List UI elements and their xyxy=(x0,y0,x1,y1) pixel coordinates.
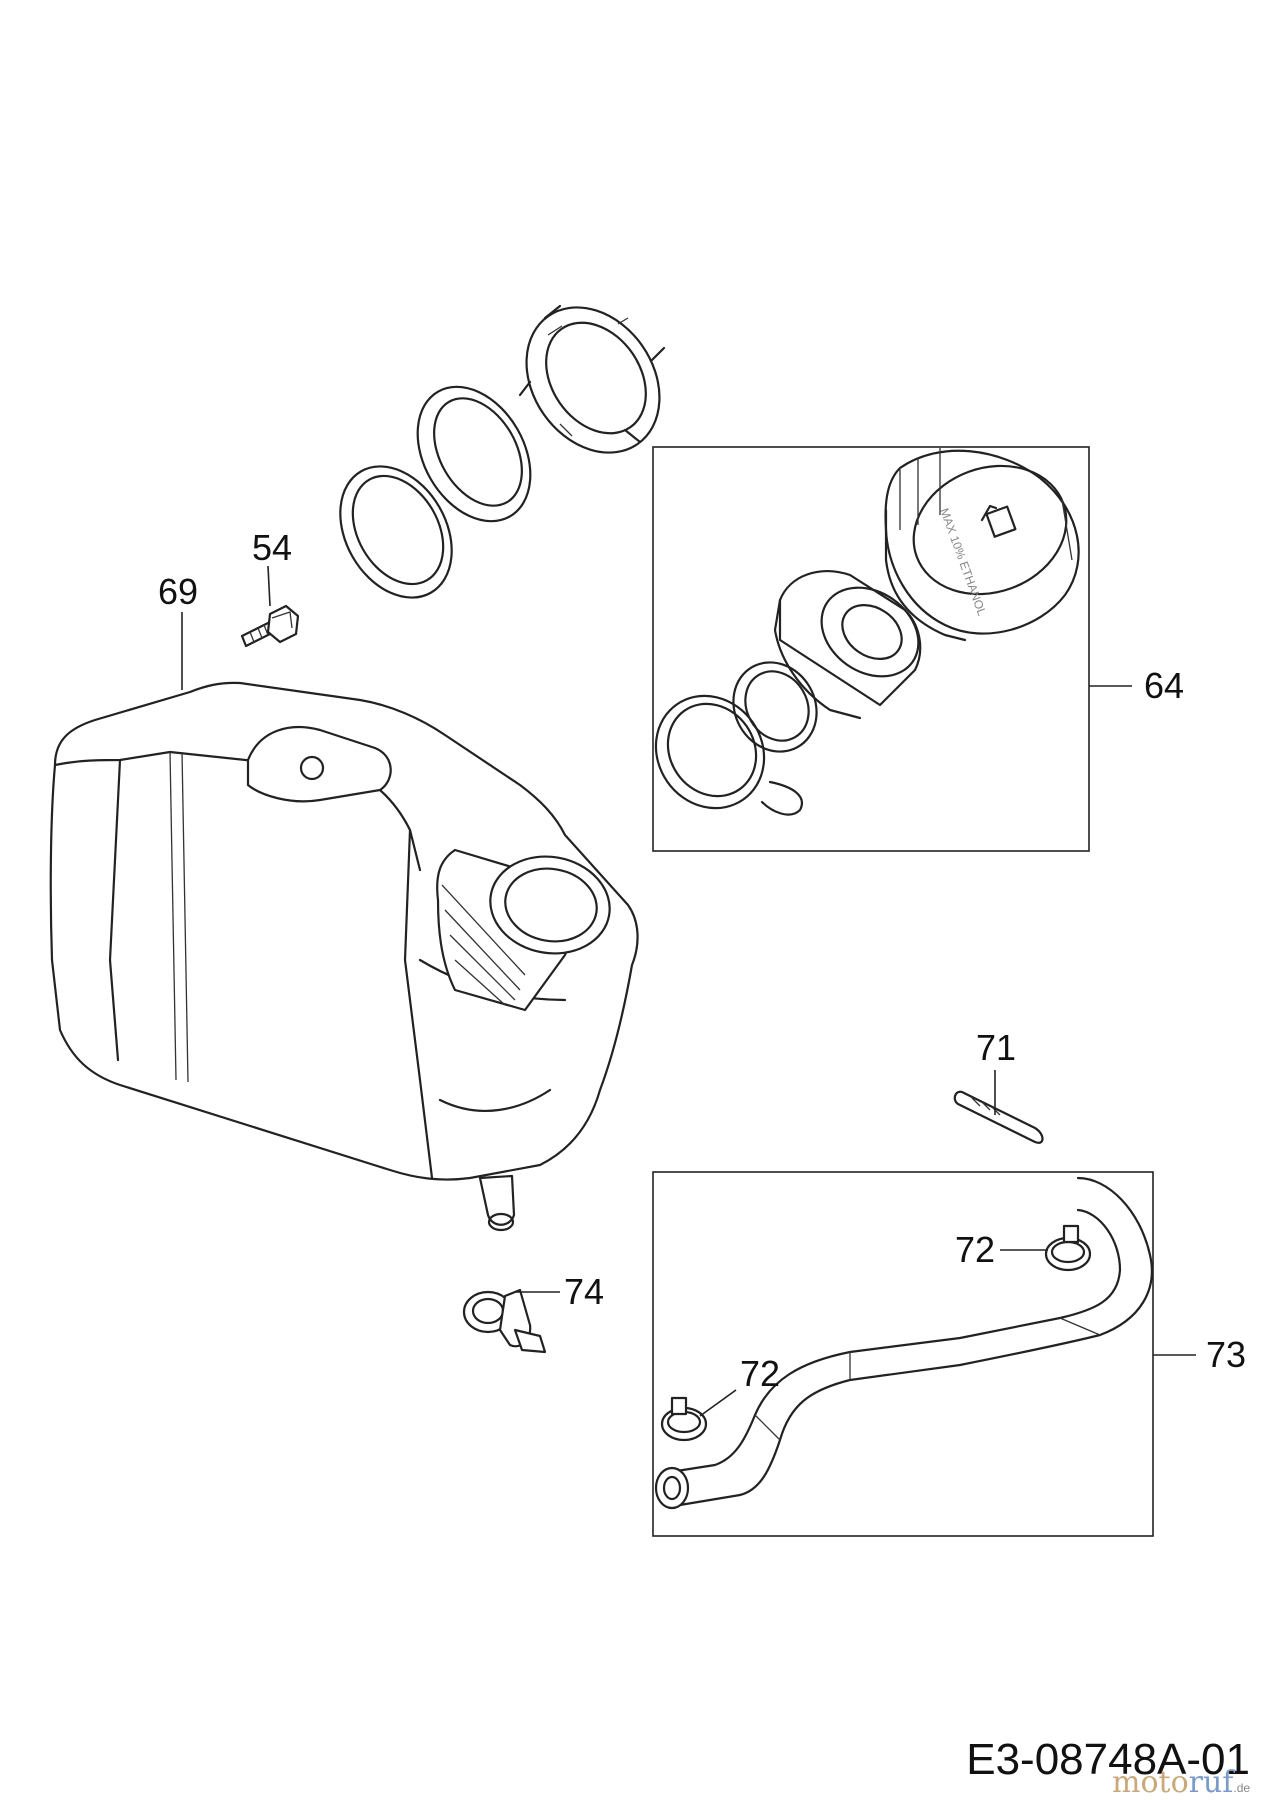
tether-strap xyxy=(654,694,803,816)
callout-74: 74 xyxy=(564,1271,604,1312)
callout-71: 71 xyxy=(976,1027,1016,1068)
fuel-cap: MAX 10% ETHANOL xyxy=(884,448,1080,642)
lock-ring xyxy=(518,304,666,454)
callout-54: 54 xyxy=(252,527,292,568)
clamp-72-upper xyxy=(1044,1224,1092,1272)
callout-72-lower: 72 xyxy=(740,1353,780,1394)
leader-72-lower xyxy=(699,1389,737,1417)
gasket-ring-large xyxy=(416,385,532,523)
pin-71 xyxy=(953,1090,1044,1144)
watermark-part1: moto xyxy=(1112,1765,1189,1800)
clip-74 xyxy=(462,1288,547,1354)
watermark-suffix: .de xyxy=(1233,1781,1250,1795)
bolt-54 xyxy=(240,604,300,648)
callout-73: 73 xyxy=(1206,1334,1246,1375)
group-box-73 xyxy=(652,1171,1154,1537)
callout-72-upper: 72 xyxy=(955,1229,995,1270)
fuel-tank xyxy=(49,681,639,1232)
leader-54 xyxy=(267,565,271,607)
fuel-hose xyxy=(654,1176,1153,1510)
callout-69: 69 xyxy=(158,571,198,612)
watermark: motoruf.de xyxy=(1112,1765,1250,1800)
neck-gasket xyxy=(732,661,818,753)
group-box-64 xyxy=(652,446,1090,852)
watermark-part2: ruf xyxy=(1189,1765,1236,1800)
drawing-code: E3-08748A-01 xyxy=(966,1735,1250,1784)
gasket-ring-small xyxy=(339,465,453,599)
callout-64: 64 xyxy=(1144,665,1184,706)
filler-neck xyxy=(773,570,922,720)
clamp-72-lower xyxy=(660,1396,708,1442)
